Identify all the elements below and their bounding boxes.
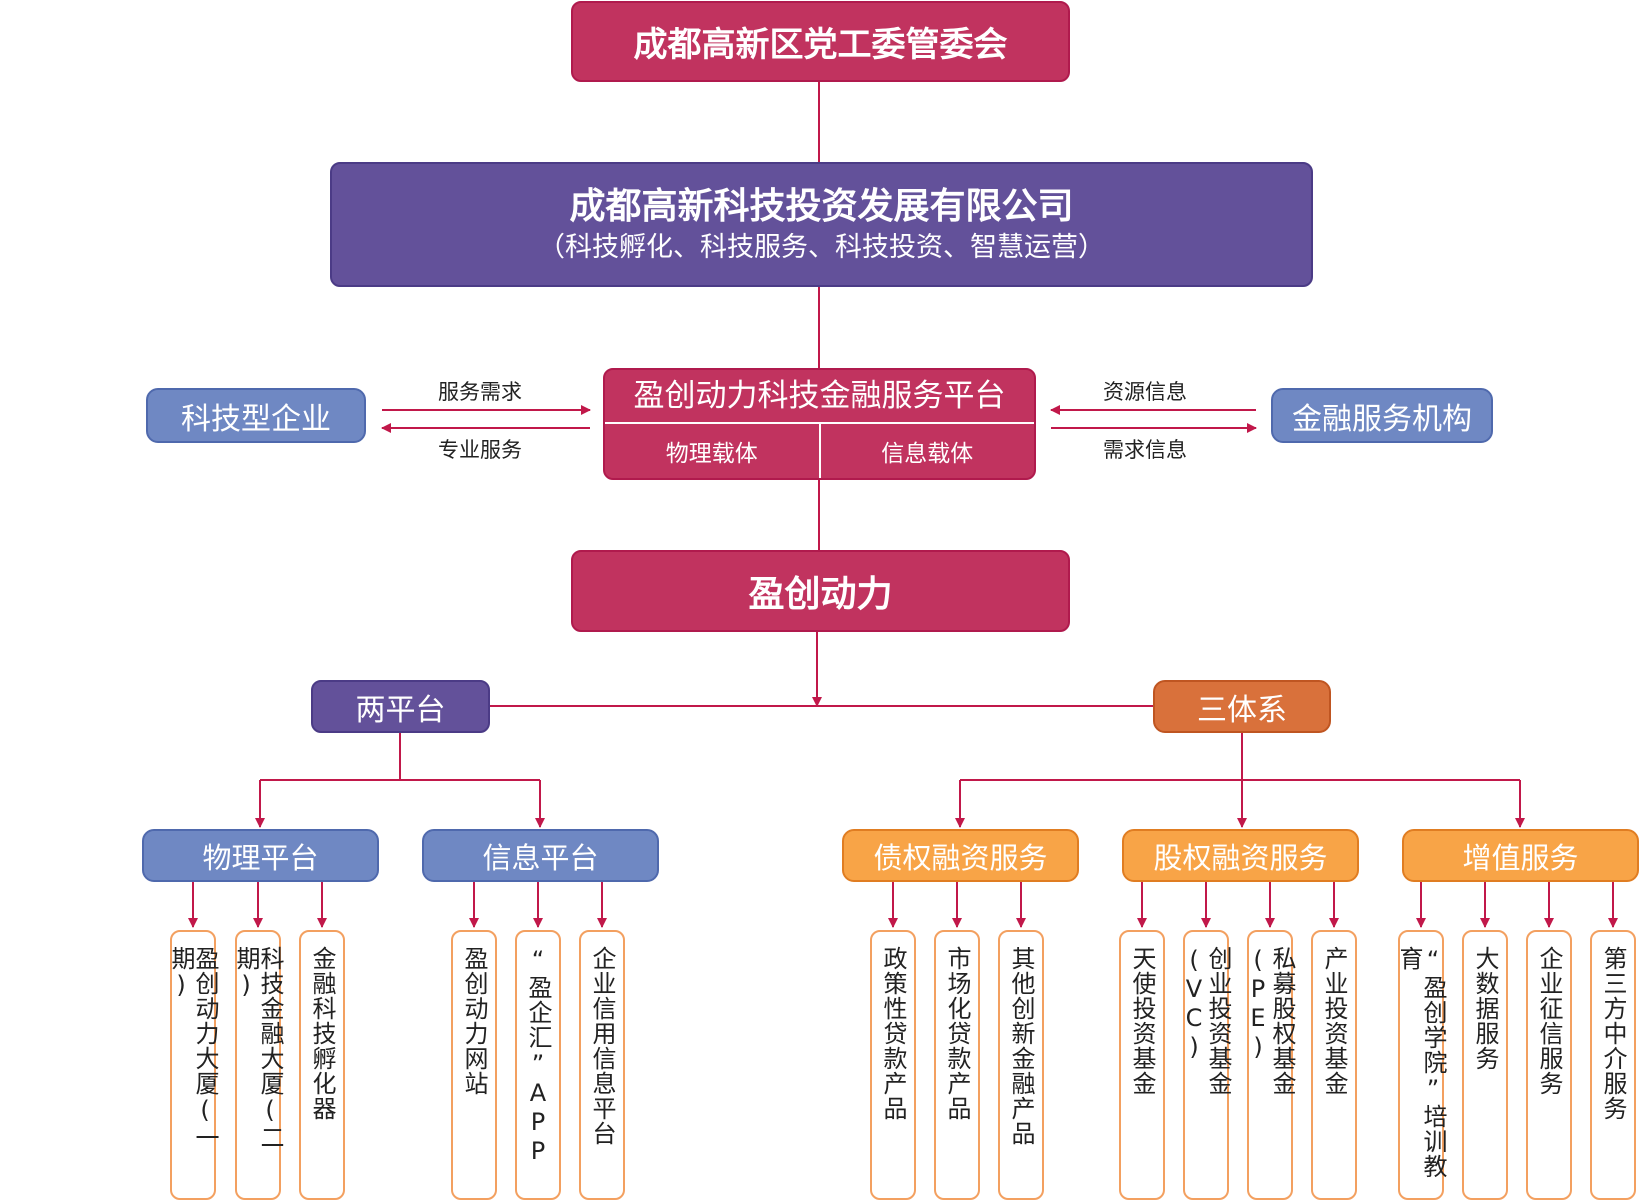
company-subtitle: （科技孵化、科技服务、科技投资、智慧运营）	[538, 231, 1105, 263]
physical-platform-label: 物理平台	[202, 840, 319, 875]
financial-institution-label: 金融服务机构	[1292, 401, 1472, 437]
tech-enterprise-label: 科技型企业	[181, 401, 331, 437]
tech-enterprise-box: 科技型企业	[146, 388, 366, 443]
leaf-info-3: 企业信用信息平台	[579, 930, 625, 1200]
leaf-physical-1: 盈创动力大厦(一期)	[167, 930, 219, 1200]
top-authority-title: 成都高新区党工委管委会	[633, 25, 1008, 65]
physical-carrier-label: 物理载体	[605, 424, 821, 478]
equity-financing-box: 股权融资服务	[1122, 829, 1359, 882]
debt-financing-label: 债权融资服务	[873, 840, 1048, 875]
top-authority-box: 成都高新区党工委管委会	[571, 1, 1070, 82]
three-systems-box: 三体系	[1153, 680, 1331, 733]
leaf-equity-4: 产业投资基金	[1311, 930, 1357, 1200]
three-systems-label: 三体系	[1197, 692, 1287, 728]
company-title: 成都高新科技投资发展有限公司	[569, 185, 1074, 227]
leaf-value-1: “盈创学院”培训教育	[1395, 930, 1447, 1200]
info-carrier-label: 信息载体	[881, 441, 974, 467]
info-platform-box: 信息平台	[422, 829, 659, 882]
leaf-info-2: “盈企汇”APP	[515, 930, 561, 1200]
service-platform-box: 盈创动力科技金融服务平台 物理载体 信息载体	[603, 368, 1036, 480]
leaf-equity-3: 私募股权基金(PE)	[1244, 930, 1296, 1200]
value-added-box: 增值服务	[1402, 829, 1639, 882]
leaf-physical-2: 科技金融大厦(二期)	[232, 930, 284, 1200]
company-box: 成都高新科技投资发展有限公司 （科技孵化、科技服务、科技投资、智慧运营）	[330, 162, 1313, 287]
leaf-debt-1: 政策性贷款产品	[870, 930, 916, 1200]
leaf-physical-3: 金融科技孵化器	[299, 930, 345, 1200]
leaf-value-3: 企业征信服务	[1526, 930, 1572, 1200]
brand-title: 盈创动力	[748, 574, 893, 615]
equity-financing-label: 股权融资服务	[1153, 840, 1328, 875]
physical-platform-box: 物理平台	[142, 829, 379, 882]
financial-institution-box: 金融服务机构	[1271, 388, 1493, 443]
leaf-debt-3: 其他创新金融产品	[998, 930, 1044, 1200]
leaf-debt-2: 市场化贷款产品	[934, 930, 980, 1200]
value-added-label: 增值服务	[1462, 840, 1579, 875]
leaf-value-2: 大数据服务	[1462, 930, 1508, 1200]
leaf-equity-2: 创业投资基金(VC)	[1180, 930, 1232, 1200]
two-platforms-label: 两平台	[355, 692, 446, 728]
leaf-value-4: 第三方中介服务	[1590, 930, 1636, 1200]
info-platform-label: 信息平台	[482, 840, 599, 875]
flow-label-resource-info: 资源信息	[1103, 380, 1187, 404]
brand-box: 盈创动力	[571, 550, 1070, 632]
debt-financing-box: 债权融资服务	[842, 829, 1079, 882]
flow-label-demand-info: 需求信息	[1103, 438, 1187, 462]
leaf-equity-1: 天使投资基金	[1119, 930, 1165, 1200]
service-platform-title: 盈创动力科技金融服务平台	[633, 378, 1006, 414]
flow-label-service-demand: 服务需求	[438, 380, 522, 404]
flow-label-professional-service: 专业服务	[438, 438, 522, 462]
two-platforms-box: 两平台	[311, 680, 490, 733]
leaf-info-1: 盈创动力网站	[451, 930, 497, 1200]
